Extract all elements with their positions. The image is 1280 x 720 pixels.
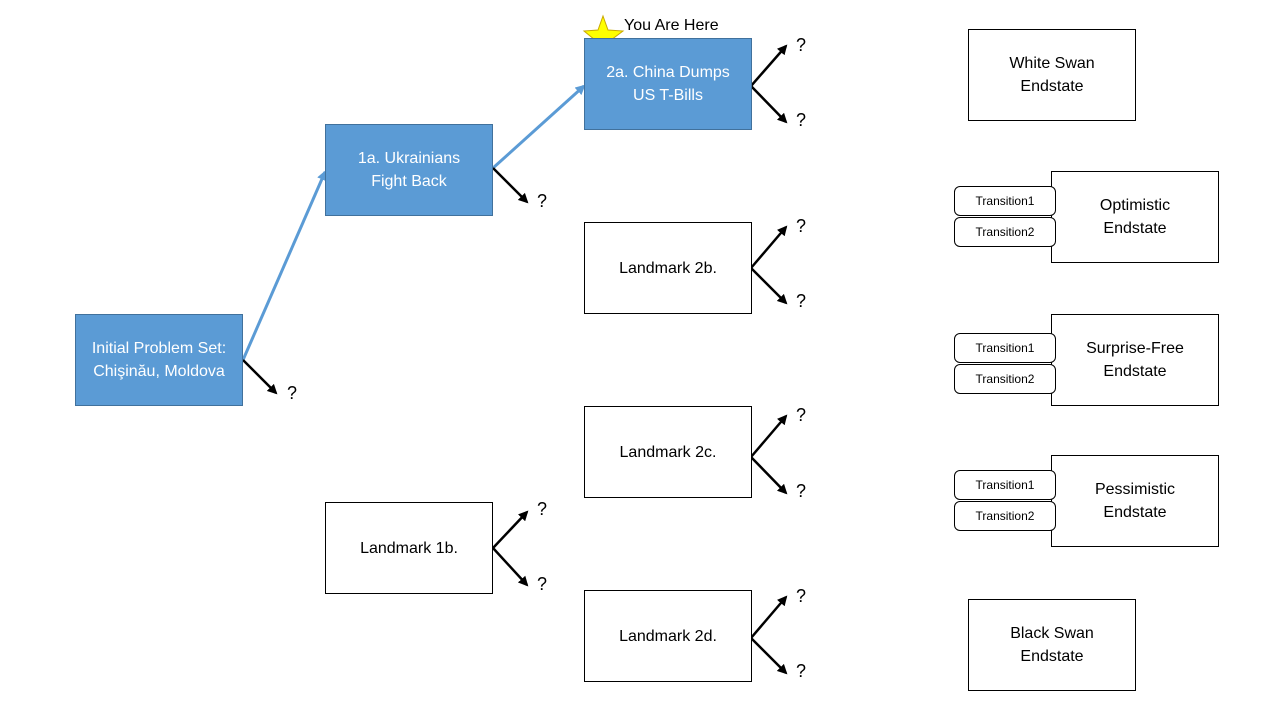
optimistic-endstate[interactable]: Optimistic Endstate xyxy=(1051,171,1219,263)
landmark-1a-node[interactable]: 1a. Ukrainians Fight Back xyxy=(325,124,493,216)
node-line: White Swan xyxy=(1009,55,1095,72)
node-line: Pessimistic xyxy=(1094,481,1175,498)
path-arrow-1a-to-2a xyxy=(491,84,586,170)
branch-arrow xyxy=(750,267,788,305)
node-line: Endstate xyxy=(1103,504,1167,521)
white-swan-endstate[interactable]: White Swan Endstate xyxy=(968,29,1136,121)
branch-arrow xyxy=(750,456,788,495)
node-line: Endstate xyxy=(1020,78,1084,95)
you-are-here-label: You Are Here xyxy=(624,17,719,34)
landmark-2c-node[interactable]: Landmark 2c. xyxy=(584,406,752,498)
node-line: Fight Back xyxy=(371,173,447,190)
node-line: 2a. China Dumps xyxy=(606,64,730,81)
branch-arrow xyxy=(492,167,529,204)
branch-arrow xyxy=(750,637,788,675)
branch-arrow xyxy=(750,85,788,124)
node-line: Endstate xyxy=(1020,648,1084,665)
landmark-2d-node[interactable]: Landmark 2d. xyxy=(584,590,752,682)
node-line: Initial Problem Set: xyxy=(91,340,227,357)
pessimistic-transition-1[interactable]: Transition1 xyxy=(954,470,1056,500)
unknown-outcome: ? xyxy=(796,405,807,425)
node-line: Landmark 2c. xyxy=(619,443,717,461)
branch-arrow xyxy=(242,359,278,395)
branch-arrow xyxy=(750,44,788,87)
branch-arrow xyxy=(750,595,788,639)
pessimistic-endstate[interactable]: Pessimistic Endstate xyxy=(1051,455,1219,547)
surprise-free-transition-2[interactable]: Transition2 xyxy=(954,364,1056,394)
unknown-outcome: ? xyxy=(796,586,807,606)
unknown-outcome: ? xyxy=(796,481,807,501)
node-line: Landmark 1b. xyxy=(360,539,458,557)
node-line: Surprise-Free xyxy=(1086,340,1184,357)
branch-arrow xyxy=(492,510,529,549)
landmark-1b-node[interactable]: Landmark 1b. xyxy=(325,502,493,594)
node-line: Landmark 2d. xyxy=(619,627,717,645)
optimistic-transition-1[interactable]: Transition1 xyxy=(954,186,1056,216)
unknown-outcome: ? xyxy=(796,291,807,311)
node-line: Endstate xyxy=(1103,363,1167,380)
branch-arrow xyxy=(750,414,788,458)
landmark-2b-node[interactable]: Landmark 2b. xyxy=(584,222,752,314)
node-line: Endstate xyxy=(1103,220,1167,237)
black-swan-endstate[interactable]: Black Swan Endstate xyxy=(968,599,1136,691)
unknown-outcome: ? xyxy=(537,499,548,519)
unknown-outcome: ? xyxy=(537,574,548,594)
pessimistic-transition-2[interactable]: Transition2 xyxy=(954,501,1056,531)
node-line: Optimistic xyxy=(1099,197,1171,214)
unknown-outcome: ? xyxy=(287,383,298,403)
node-line: Black Swan xyxy=(1010,625,1094,642)
unknown-outcome: ? xyxy=(537,191,548,211)
landmark-2a-node[interactable]: 2a. China Dumps US T-Bills xyxy=(584,38,752,130)
surprise-free-transition-1[interactable]: Transition1 xyxy=(954,333,1056,363)
path-arrow-initial-to-1a xyxy=(241,170,327,361)
node-line: US T-Bills xyxy=(633,87,703,104)
branch-arrow xyxy=(492,547,529,587)
unknown-outcome: ? xyxy=(796,661,807,681)
initial-problem-node[interactable]: Initial Problem Set: Chişinău, Moldova xyxy=(75,314,243,406)
optimistic-transition-2[interactable]: Transition2 xyxy=(954,217,1056,247)
node-line: 1a. Ukrainians xyxy=(357,150,461,167)
node-line: Chişinău, Moldova xyxy=(93,363,225,380)
unknown-outcome: ? xyxy=(796,216,807,236)
unknown-outcome: ? xyxy=(796,35,807,55)
surprise-free-endstate[interactable]: Surprise-Free Endstate xyxy=(1051,314,1219,406)
node-line: Landmark 2b. xyxy=(619,259,717,277)
unknown-outcome: ? xyxy=(796,110,807,130)
branch-arrow xyxy=(750,225,788,269)
